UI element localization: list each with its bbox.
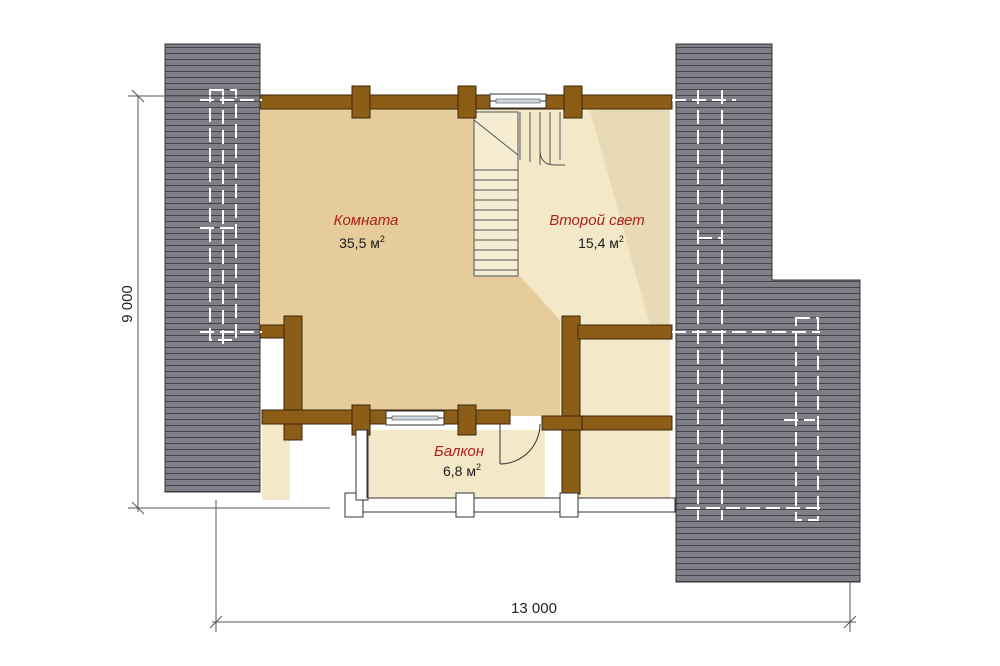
window-top xyxy=(489,93,547,109)
balcony-railing xyxy=(344,429,676,518)
lower-walls-right xyxy=(672,90,820,521)
staircase xyxy=(473,111,565,277)
dimension-depth-label: 9 000 xyxy=(119,285,136,323)
room-area: 15,4 м2 xyxy=(578,234,624,251)
room-area: 35,5 м2 xyxy=(339,234,385,251)
lower-walls-left xyxy=(200,89,262,345)
room-komnata-label: Комната 35,5 м2 xyxy=(334,212,399,251)
roof-right xyxy=(675,43,861,583)
balcony-floor xyxy=(367,430,545,498)
room-name: Комната xyxy=(334,212,399,229)
balcony-door xyxy=(499,423,541,465)
room-name: Второй свет xyxy=(549,212,645,229)
room-floor xyxy=(260,107,560,416)
room-balkon-label: Балкон 6,8 м2 xyxy=(434,443,484,479)
window-balcony xyxy=(385,410,445,426)
room-vtoroy-svet-label: Второй свет 15,4 м2 xyxy=(549,212,645,251)
dimension-width xyxy=(209,500,857,632)
room-area: 6,8 м2 xyxy=(443,462,481,479)
second-light-shade xyxy=(590,107,670,325)
roof-left xyxy=(164,43,261,493)
log-walls xyxy=(259,85,673,495)
dimension-width-label: 13 000 xyxy=(511,600,557,617)
dimension-depth xyxy=(128,89,330,515)
room-name: Балкон xyxy=(434,443,484,460)
